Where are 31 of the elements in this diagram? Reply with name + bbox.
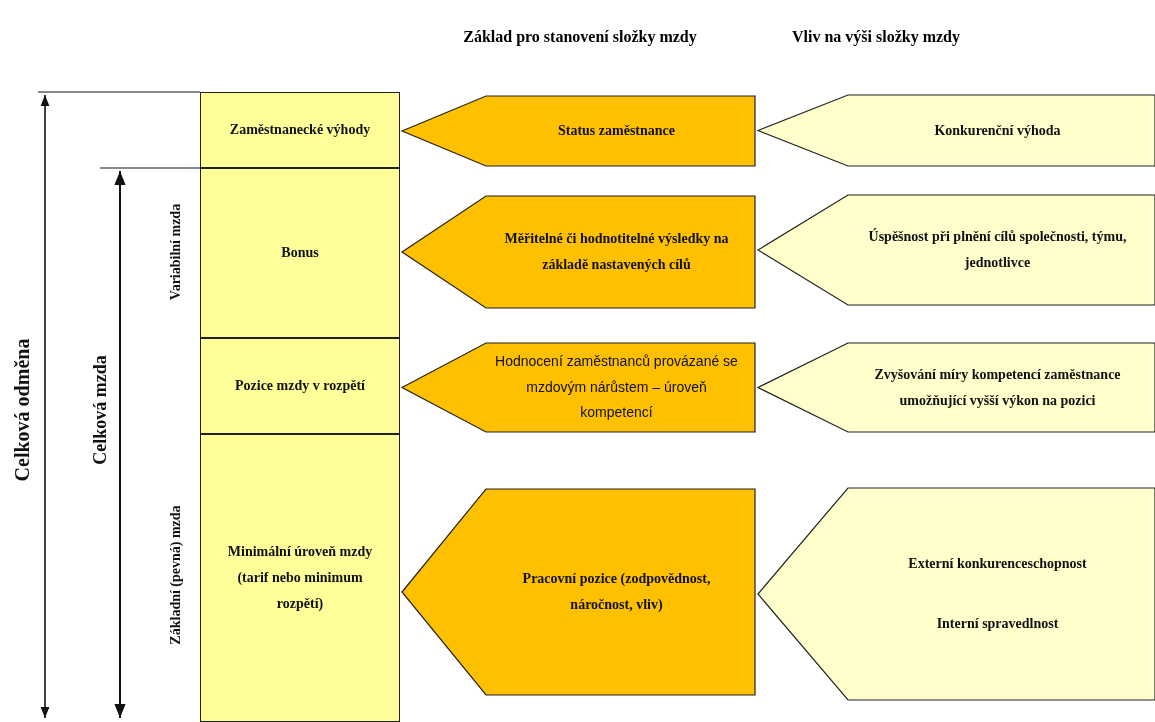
pentagon-arrow-box [402, 196, 755, 308]
vertical-label: Základní (pevná) mzda [168, 505, 184, 645]
column-header: Vliv na výši složky mzdy [792, 28, 960, 46]
node-text: Interní spravedlnost [936, 615, 1059, 633]
node-text: Externí konkurenceschopnost [908, 555, 1087, 574]
node-text: Status zaměstnance [557, 122, 675, 141]
component-box [200, 168, 400, 338]
column-header: Základ pro stanovení složky mzdy [463, 28, 697, 46]
node-text: Měřitelné či hodnotitelné výsledky na základě nastavených cílů [503, 230, 730, 274]
pentagon-arrow-box [758, 95, 1155, 166]
pentagon-arrow-box [402, 343, 755, 432]
component-box [200, 92, 400, 168]
node-text: Úspěšnost při plnění cílů společnosti, týmu, jednotlivce [867, 227, 1128, 272]
vertical-label: Variabilní mzda [168, 203, 184, 301]
vertical-label: Celková odměna [10, 338, 34, 482]
pentagon-arrow-box [758, 488, 1155, 700]
pentagon-arrow-box [402, 96, 755, 166]
node-text: Zvyšování míry kompetencí zaměstnance umožňující vyšší výkon na pozici [873, 365, 1122, 410]
component-box [200, 338, 400, 434]
vertical-label: Celková mzda [89, 355, 111, 465]
pentagon-arrow-box [758, 195, 1155, 305]
node-text: Hodnocení zaměstnanců provázané se mzdovým nárůstem – úroveň kompetencí [494, 351, 739, 423]
node-text: Minimální úroveň mzdy (tarif nebo minimum rozpětí) [226, 543, 374, 613]
pentagon-arrow-box [758, 343, 1155, 432]
node-text: Bonus [281, 244, 319, 263]
node-text: Pracovní pozice (zodpovědnost, náročnost, vliv) [521, 570, 712, 614]
node-text: Konkurenční výhoda [934, 121, 1061, 140]
node-text: Pozice mzdy v rozpětí [235, 377, 365, 396]
pentagon-arrow-box [402, 489, 755, 695]
node-text: Zaměstnanecké výhody [229, 121, 371, 140]
component-box [200, 434, 400, 722]
